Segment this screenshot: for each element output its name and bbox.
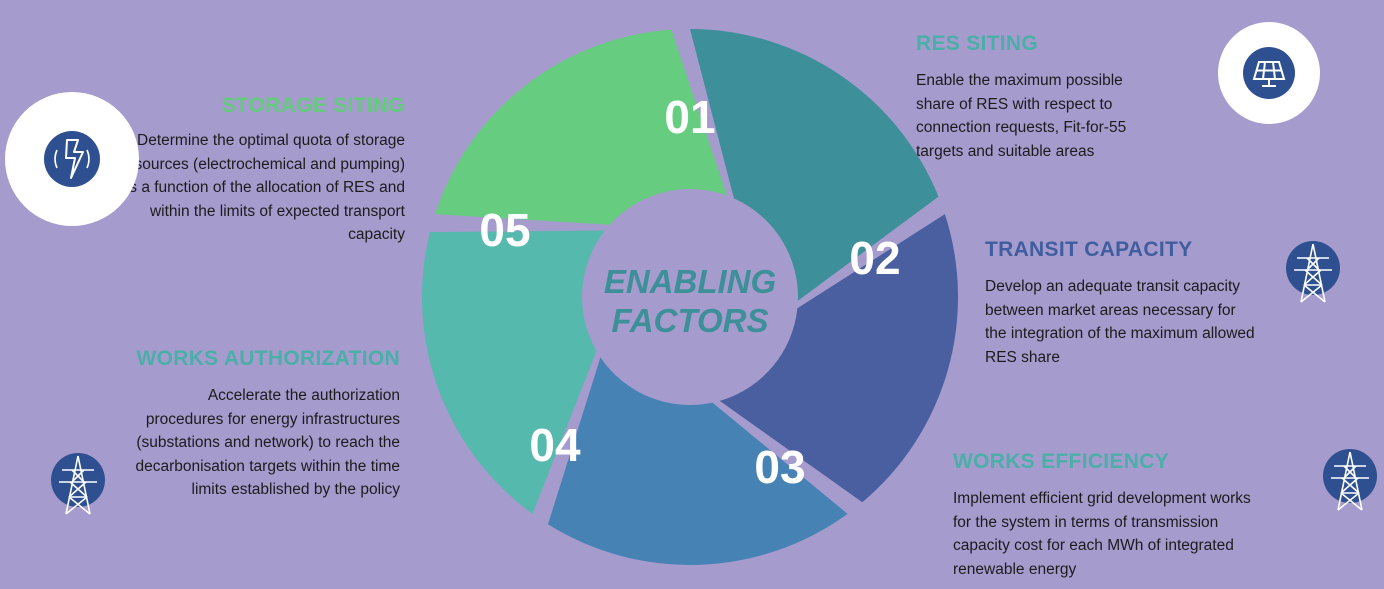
works-efficiency-description: Implement efficient grid development wor… [953, 490, 1251, 578]
storage-siting-block: STORAGE SITING Determine the optimal quo… [105, 94, 405, 247]
wheel-segment-01 [690, 29, 939, 301]
res-siting-block: RES SITING Enable the maximum possible s… [916, 32, 1176, 163]
wheel-segments [422, 29, 958, 565]
segment-number-04: 04 [529, 419, 581, 471]
solar-panel-icon [1243, 47, 1295, 99]
center-label-line2: FACTORS [611, 302, 768, 339]
storage-siting-description: Determine the optimal quota of storage r… [120, 132, 405, 243]
storage-siting-title: STORAGE SITING [221, 94, 405, 117]
works-authorization-title: WORKS AUTHORIZATION [136, 347, 400, 370]
res-siting-description: Enable the maximum possible share of RES… [916, 72, 1127, 160]
wheel-segment-02 [719, 214, 958, 503]
lightning-bolt-icon [44, 131, 100, 187]
power-tower-icon [51, 453, 105, 515]
transit-capacity-description: Develop an adequate transit capacity bet… [985, 278, 1255, 366]
solar-panel-icon-badge [1218, 22, 1320, 124]
wheel-segment-04 [422, 230, 605, 514]
power-tower-icon [1286, 241, 1340, 303]
segment-number-01: 01 [664, 91, 715, 143]
res-siting-title: RES SITING [916, 32, 1039, 55]
center-label-line1: ENABLING [604, 263, 776, 300]
works-authorization-block: WORKS AUTHORIZATION Accelerate the autho… [70, 347, 400, 502]
segment-number-03: 03 [754, 441, 805, 493]
lightning-bolt-icon-badge [5, 92, 139, 226]
wheel-segment-05 [435, 29, 727, 225]
transit-capacity-block: TRANSIT CAPACITY Develop an adequate tra… [985, 238, 1265, 369]
power-tower-icon [1323, 449, 1377, 511]
wheel-segment-03 [547, 357, 848, 565]
transit-capacity-title: TRANSIT CAPACITY [985, 238, 1193, 261]
segment-number-05: 05 [479, 204, 530, 256]
segment-number-02: 02 [849, 232, 900, 284]
works-efficiency-block: WORKS EFFICIENCY Implement efficient gri… [953, 450, 1283, 581]
wheel-numbers: 01 02 03 04 05 [479, 91, 900, 493]
works-efficiency-title: WORKS EFFICIENCY [953, 450, 1169, 473]
works-authorization-description: Accelerate the authorization procedures … [135, 387, 400, 498]
